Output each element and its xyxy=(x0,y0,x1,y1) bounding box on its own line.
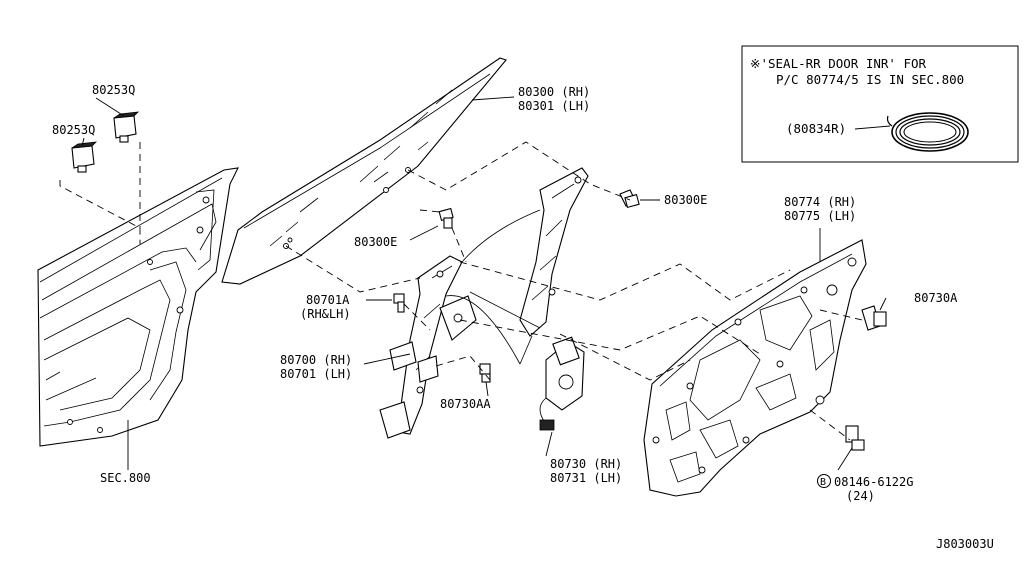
regulator-motor-icon xyxy=(539,336,585,431)
label-clip-mid[interactable]: 80253Q xyxy=(52,123,95,137)
door-shell-illustration xyxy=(37,167,239,447)
label-section[interactable]: SEC.800 xyxy=(100,471,151,485)
bolt-icon xyxy=(393,189,887,451)
door-inner-panel-illustration xyxy=(643,239,867,497)
label-motor-bolt[interactable]: 80730AA xyxy=(440,397,491,411)
door-glass-illustration xyxy=(221,57,507,285)
bolt-code-badge: B xyxy=(817,474,831,488)
label-reg-bolt[interactable]: 80701A xyxy=(306,293,350,307)
notice-line-2: P/C 80774/5 IS IN SEC.800 xyxy=(776,72,964,87)
diagram-id: J803003U xyxy=(936,537,994,551)
label-bolt-code[interactable]: 08146-6122G xyxy=(834,475,913,489)
notice-line-1: ※'SEAL-RR DOOR INR' FOR xyxy=(750,56,927,71)
notice-box: ※'SEAL-RR DOOR INR' FOR P/C 80774/5 IS I… xyxy=(741,45,1019,163)
bolt-code-mark: B xyxy=(820,477,826,488)
label-bolt-left[interactable]: 80300E xyxy=(354,235,397,249)
seal-part-label[interactable]: (80834R) xyxy=(786,121,846,136)
label-bolt-panel[interactable]: 80730A xyxy=(914,291,958,305)
label-panel-rh[interactable]: 80774 (RH) xyxy=(784,195,856,209)
label-clip-top[interactable]: 80253Q xyxy=(92,83,135,97)
label-motor-lh[interactable]: 80731 (LH) xyxy=(550,471,622,485)
label-reg-bolt-note: (RH&LH) xyxy=(300,307,351,321)
label-glass-lh[interactable]: 80301 (LH) xyxy=(518,99,590,113)
label-bolt-qty: (24) xyxy=(846,489,875,503)
window-regulator-illustration xyxy=(379,167,589,439)
part-labels: 80253Q 80253Q 80300 (RH) 80301 (LH) 8030… xyxy=(52,83,994,551)
label-regulator-lh[interactable]: 80701 (LH) xyxy=(280,367,352,381)
label-panel-lh[interactable]: 80775 (LH) xyxy=(784,209,856,223)
door-seal-coil-icon xyxy=(886,112,969,152)
label-motor-rh[interactable]: 80730 (RH) xyxy=(550,457,622,471)
label-bolt-right[interactable]: 80300E xyxy=(664,193,707,207)
leader-lines xyxy=(81,96,887,471)
label-regulator-rh[interactable]: 80700 (RH) xyxy=(280,353,352,367)
label-glass-rh[interactable]: 80300 (RH) xyxy=(518,85,590,99)
assembly-dashed-lines xyxy=(59,141,863,441)
clip-icon xyxy=(71,111,140,173)
